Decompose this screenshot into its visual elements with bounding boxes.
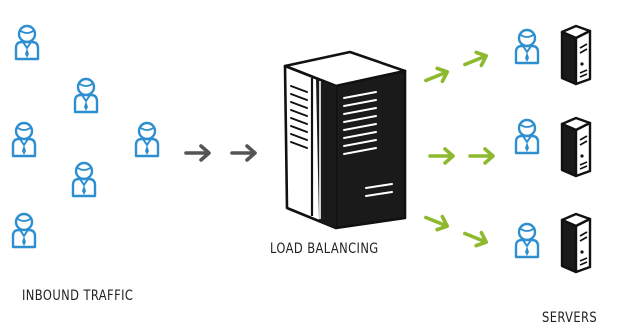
load-balancing-label: LOAD BALANCING [270, 241, 379, 257]
user-icon [514, 28, 540, 65]
inbound-traffic-label: INBOUND TRAFFIC [22, 288, 134, 304]
user-icon [11, 121, 37, 158]
user-icon [14, 24, 40, 61]
user-icon [73, 77, 99, 114]
arrow-right-icon [184, 144, 211, 162]
server-tower-icon [560, 24, 592, 86]
arrow-right-icon [468, 147, 495, 165]
server-tower-icon [560, 116, 592, 178]
inbound-users [11, 24, 160, 249]
arrow-up-right-icon [421, 63, 452, 89]
user-icon [134, 121, 160, 158]
user-icon [514, 222, 540, 259]
user-icon [11, 212, 37, 249]
user-icon [514, 118, 540, 155]
servers-label: SERVERS [542, 310, 598, 326]
user-icon [71, 161, 97, 198]
arrow-down-right-icon [460, 225, 491, 251]
load-balancer-server-icon [283, 50, 407, 230]
outbound-arrows [421, 47, 495, 251]
arrow-up-right-icon [460, 47, 491, 73]
server-tower-icon [560, 212, 592, 274]
arrow-right-icon [230, 144, 257, 162]
arrow-right-icon [428, 147, 455, 165]
servers [560, 24, 592, 274]
inbound-arrows [184, 144, 257, 162]
arrow-down-right-icon [421, 209, 452, 235]
server-users [514, 28, 540, 259]
